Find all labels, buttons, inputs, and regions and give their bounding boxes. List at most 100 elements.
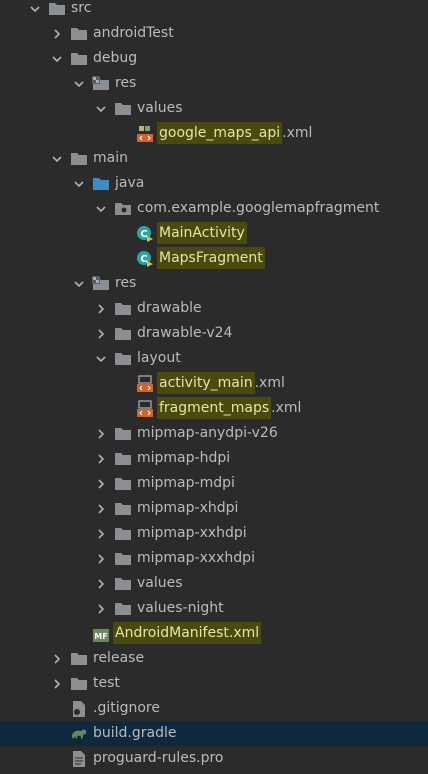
tree-item-build-gradle[interactable]: build.gradle bbox=[0, 721, 428, 746]
tree-item-label: layout bbox=[137, 350, 181, 366]
tree-item-layout[interactable]: layout bbox=[0, 346, 428, 371]
chevron-down-icon[interactable] bbox=[72, 271, 86, 296]
tree-indent-spacer bbox=[50, 696, 70, 721]
tree-item-label: drawable bbox=[137, 300, 202, 316]
resource-folder-icon bbox=[92, 275, 110, 293]
tree-item-label: androidTest bbox=[93, 25, 174, 41]
chevron-down-icon[interactable] bbox=[94, 96, 108, 121]
tree-item-label-highlighted: MainActivity bbox=[157, 221, 247, 246]
highlighted-name: MapsFragment bbox=[157, 247, 265, 269]
tree-item-label: mipmap-mdpi bbox=[137, 475, 235, 491]
tree-item-label: values-night bbox=[137, 600, 224, 616]
tree-item-label: build.gradle bbox=[93, 725, 177, 741]
tree-item-gitignore[interactable]: .gitignore bbox=[0, 696, 428, 721]
tree-item-mipmap-xxxhdpi[interactable]: mipmap-xxxhdpi bbox=[0, 546, 428, 571]
chevron-right-icon[interactable] bbox=[94, 546, 108, 571]
tree-item-mipmap-xxhdpi[interactable]: mipmap-xxhdpi bbox=[0, 521, 428, 546]
tree-item-label: values bbox=[137, 575, 183, 591]
chevron-down-icon[interactable] bbox=[72, 171, 86, 196]
source-folder-icon bbox=[92, 175, 110, 193]
chevron-right-icon[interactable] bbox=[94, 521, 108, 546]
tree-item-label: debug bbox=[93, 50, 138, 66]
tree-item-drawable[interactable]: drawable bbox=[0, 296, 428, 321]
tree-item-values-night[interactable]: values-night bbox=[0, 596, 428, 621]
file-extension: .xml bbox=[282, 125, 313, 141]
tree-indent-spacer bbox=[116, 221, 136, 246]
chevron-right-icon[interactable] bbox=[94, 496, 108, 521]
tree-item-res[interactable]: res bbox=[0, 71, 428, 96]
folder-icon bbox=[114, 600, 132, 618]
tree-indent-spacer bbox=[116, 121, 136, 146]
chevron-right-icon[interactable] bbox=[94, 471, 108, 496]
tree-item-values[interactable]: values bbox=[0, 96, 428, 121]
values-xml-icon bbox=[136, 125, 154, 143]
tree-item-mipmap-xhdpi[interactable]: mipmap-xhdpi bbox=[0, 496, 428, 521]
chevron-down-icon[interactable] bbox=[28, 0, 42, 21]
tree-indent-spacer bbox=[50, 721, 70, 746]
tree-item-java[interactable]: java bbox=[0, 171, 428, 196]
tree-item-proguard-rules-pro[interactable]: proguard-rules.pro bbox=[0, 746, 428, 771]
tree-item-com-example-googlemapfragment[interactable]: com.example.googlemapfragment bbox=[0, 196, 428, 221]
highlighted-name: MainActivity bbox=[157, 222, 247, 244]
tree-item-fragment-maps-xml[interactable]: fragment_maps.xml bbox=[0, 396, 428, 421]
manifest-icon: MF bbox=[92, 625, 110, 643]
tree-item-activity-main-xml[interactable]: activity_main.xml bbox=[0, 371, 428, 396]
chevron-right-icon[interactable] bbox=[50, 646, 64, 671]
tree-item-label: main bbox=[93, 150, 128, 166]
gitignore-icon bbox=[70, 700, 88, 718]
tree-item-debug[interactable]: debug bbox=[0, 46, 428, 71]
folder-icon bbox=[114, 450, 132, 468]
tree-item-label-highlighted: google_maps_api.xml bbox=[157, 121, 313, 146]
layout-xml-icon bbox=[136, 374, 154, 393]
chevron-right-icon[interactable] bbox=[94, 296, 108, 321]
tree-item-mipmap-anydpi-v26[interactable]: mipmap-anydpi-v26 bbox=[0, 421, 428, 446]
tree-indent-spacer bbox=[116, 396, 136, 421]
tree-item-mipmap-mdpi[interactable]: mipmap-mdpi bbox=[0, 471, 428, 496]
tree-item-src[interactable]: src bbox=[0, 0, 428, 21]
gradle-icon bbox=[70, 725, 88, 743]
file-icon bbox=[70, 750, 88, 768]
chevron-down-icon[interactable] bbox=[94, 346, 108, 371]
chevron-right-icon[interactable] bbox=[94, 446, 108, 471]
tree-item-label: mipmap-anydpi-v26 bbox=[137, 425, 278, 441]
chevron-right-icon[interactable] bbox=[50, 671, 64, 696]
chevron-down-icon[interactable] bbox=[50, 146, 64, 171]
tree-item-label-highlighted: activity_main.xml bbox=[157, 371, 285, 396]
tree-item-androidtest[interactable]: androidTest bbox=[0, 21, 428, 46]
chevron-down-icon[interactable] bbox=[94, 196, 108, 221]
chevron-down-icon[interactable] bbox=[72, 71, 86, 96]
folder-icon bbox=[114, 525, 132, 543]
tree-item-google-maps-api-xml[interactable]: google_maps_api.xml bbox=[0, 121, 428, 146]
chevron-right-icon[interactable] bbox=[94, 571, 108, 596]
file-extension: .xml bbox=[254, 375, 285, 391]
tree-item-mipmap-hdpi[interactable]: mipmap-hdpi bbox=[0, 446, 428, 471]
folder-icon bbox=[114, 350, 132, 368]
tree-item-drawable-v24[interactable]: drawable-v24 bbox=[0, 321, 428, 346]
chevron-right-icon[interactable] bbox=[50, 21, 64, 46]
svg-text:MF: MF bbox=[94, 632, 107, 641]
tree-item-values[interactable]: values bbox=[0, 571, 428, 596]
chevron-down-icon[interactable] bbox=[50, 46, 64, 71]
kotlin-class-icon: C bbox=[136, 225, 154, 243]
tree-item-label: java bbox=[115, 175, 145, 191]
folder-icon bbox=[70, 50, 88, 68]
chevron-right-icon[interactable] bbox=[94, 321, 108, 346]
chevron-right-icon[interactable] bbox=[94, 596, 108, 621]
tree-item-res[interactable]: res bbox=[0, 271, 428, 296]
kotlin-class-icon: C bbox=[136, 250, 154, 268]
tree-item-release[interactable]: release bbox=[0, 646, 428, 671]
tree-item-label: test bbox=[93, 675, 120, 691]
package-icon bbox=[114, 200, 132, 218]
folder-icon bbox=[70, 150, 88, 168]
tree-item-test[interactable]: test bbox=[0, 671, 428, 696]
chevron-right-icon[interactable] bbox=[94, 421, 108, 446]
tree-item-label-highlighted: fragment_maps.xml bbox=[157, 396, 301, 421]
tree-item-label: res bbox=[115, 275, 137, 291]
tree-item-main[interactable]: main bbox=[0, 146, 428, 171]
folder-icon bbox=[114, 575, 132, 593]
tree-item-label: proguard-rules.pro bbox=[93, 750, 224, 766]
layout-xml-icon bbox=[136, 399, 154, 418]
